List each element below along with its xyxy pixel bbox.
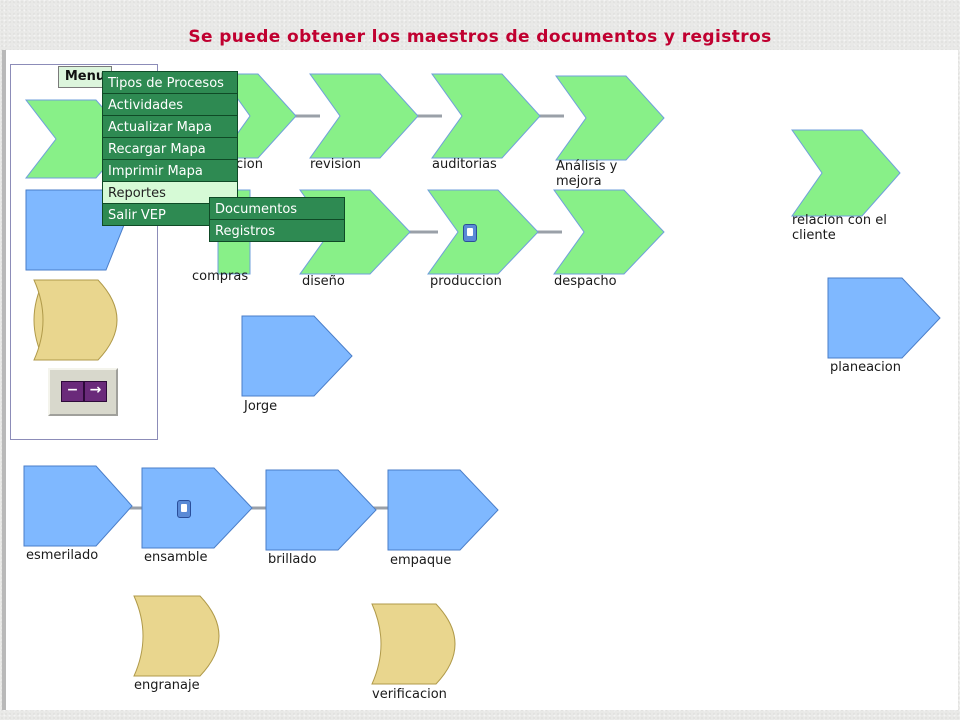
process-label: diseño xyxy=(302,274,345,289)
slide-title: Se puede obtener los maestros de documen… xyxy=(188,27,772,47)
menu-panel xyxy=(10,64,158,440)
process-label: relacion con el xyxy=(792,213,887,228)
process-label: produccion xyxy=(430,274,502,289)
process-shape xyxy=(219,73,297,159)
process-label: despacho xyxy=(554,274,617,289)
menu-item-recargar-mapa[interactable]: Recargar Mapa xyxy=(102,137,238,160)
process-shape xyxy=(33,279,118,361)
process-shape xyxy=(133,595,220,677)
menu-item-imprimir-mapa[interactable]: Imprimir Mapa xyxy=(102,159,238,182)
process-label: cliente xyxy=(792,228,836,243)
process-shape xyxy=(791,129,901,217)
menu-item-tipos-de-procesos[interactable]: Tipos de Procesos xyxy=(102,71,238,94)
navigation-buttons: − → xyxy=(48,368,118,416)
menu-item-actualizar-mapa[interactable]: Actualizar Mapa xyxy=(102,115,238,138)
process-shape xyxy=(23,465,133,547)
menu-tab[interactable]: Menu xyxy=(58,66,112,88)
process-shape xyxy=(553,189,665,275)
process-shape xyxy=(827,277,941,359)
process-label: mejora xyxy=(556,174,602,189)
process-map-canvas: cion revision auditorias Análisis y mejo… xyxy=(2,50,958,710)
process-shape xyxy=(431,73,541,159)
doc-icon[interactable] xyxy=(463,224,477,242)
process-label: Análisis y xyxy=(556,159,618,174)
process-label: Jorge xyxy=(244,399,278,414)
process-label: compras xyxy=(192,269,249,284)
process-label: empaque xyxy=(390,553,452,568)
process-shape xyxy=(555,75,665,161)
process-label: engranaje xyxy=(134,678,200,693)
menu-item-actividades[interactable]: Actividades xyxy=(102,93,238,116)
process-shape xyxy=(141,467,253,549)
process-shape xyxy=(427,189,539,275)
main-menu-dropdown: Tipos de Procesos Actividades Actualizar… xyxy=(102,71,238,226)
reportes-submenu: Documentos Registros xyxy=(209,197,345,242)
process-diagram xyxy=(23,73,941,685)
next-arrow-icon[interactable]: → xyxy=(84,381,107,402)
process-label: cion xyxy=(236,157,263,172)
process-label: auditorias xyxy=(432,157,497,172)
process-shape xyxy=(265,469,377,551)
process-label: esmerilado xyxy=(26,548,99,563)
doc-icon[interactable] xyxy=(177,500,191,518)
submenu-item-registros[interactable]: Registros xyxy=(209,219,345,242)
process-shape xyxy=(241,315,353,397)
canvas-border xyxy=(2,50,6,710)
submenu-item-documentos[interactable]: Documentos xyxy=(209,197,345,220)
process-label: ensamble xyxy=(144,550,208,565)
process-label: brillado xyxy=(268,552,317,567)
process-shape xyxy=(309,73,419,159)
prev-arrow-icon[interactable]: − xyxy=(61,381,84,402)
process-label: revision xyxy=(310,157,361,172)
process-label: verificacion xyxy=(372,687,447,702)
process-shape xyxy=(371,603,456,685)
process-label: planeacion xyxy=(830,360,901,375)
process-shape xyxy=(387,469,499,551)
